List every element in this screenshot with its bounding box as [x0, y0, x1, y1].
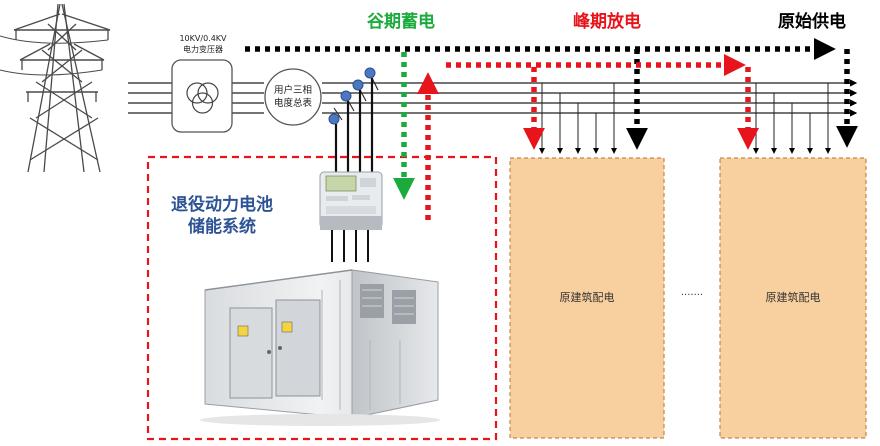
transformer-label-line1: 10KV/0.4KV	[179, 34, 227, 43]
peak-discharge-arrows	[417, 54, 759, 220]
distribution-box-1-label: 原建筑配电	[560, 290, 615, 304]
legend-peak-discharge: 峰期放电	[573, 11, 641, 32]
transformer-label-line2: 电力变压器	[183, 44, 223, 54]
distribution-box-2	[719, 157, 867, 439]
storage-system-title-line2: 储能系统	[188, 216, 256, 237]
legend-valley-charge: 谷期蓄电	[367, 11, 435, 32]
distribution-box-2-label: 原建筑配电	[766, 290, 821, 304]
transformer	[171, 59, 233, 133]
storage-system-frame	[146, 155, 498, 441]
switch-knob-icons	[328, 67, 376, 125]
user-meter	[264, 68, 322, 126]
distribution-box-1	[509, 157, 665, 439]
original-supply-arrows	[245, 38, 858, 150]
meter-label-line1: 用户三相	[274, 84, 312, 96]
ellipsis-text: ·······	[681, 290, 703, 301]
electric-meter-icon	[319, 171, 383, 262]
meter-feed-lines	[334, 78, 374, 174]
storage-system-title-line1: 退役动力电池	[171, 194, 273, 215]
meter-label-line2: 电度总表	[274, 97, 313, 109]
bus-lines	[128, 79, 858, 117]
battery-container-icon	[200, 269, 440, 426]
power-tower-icon	[0, 3, 111, 173]
legend-original-supply: 原始供电	[778, 11, 846, 32]
